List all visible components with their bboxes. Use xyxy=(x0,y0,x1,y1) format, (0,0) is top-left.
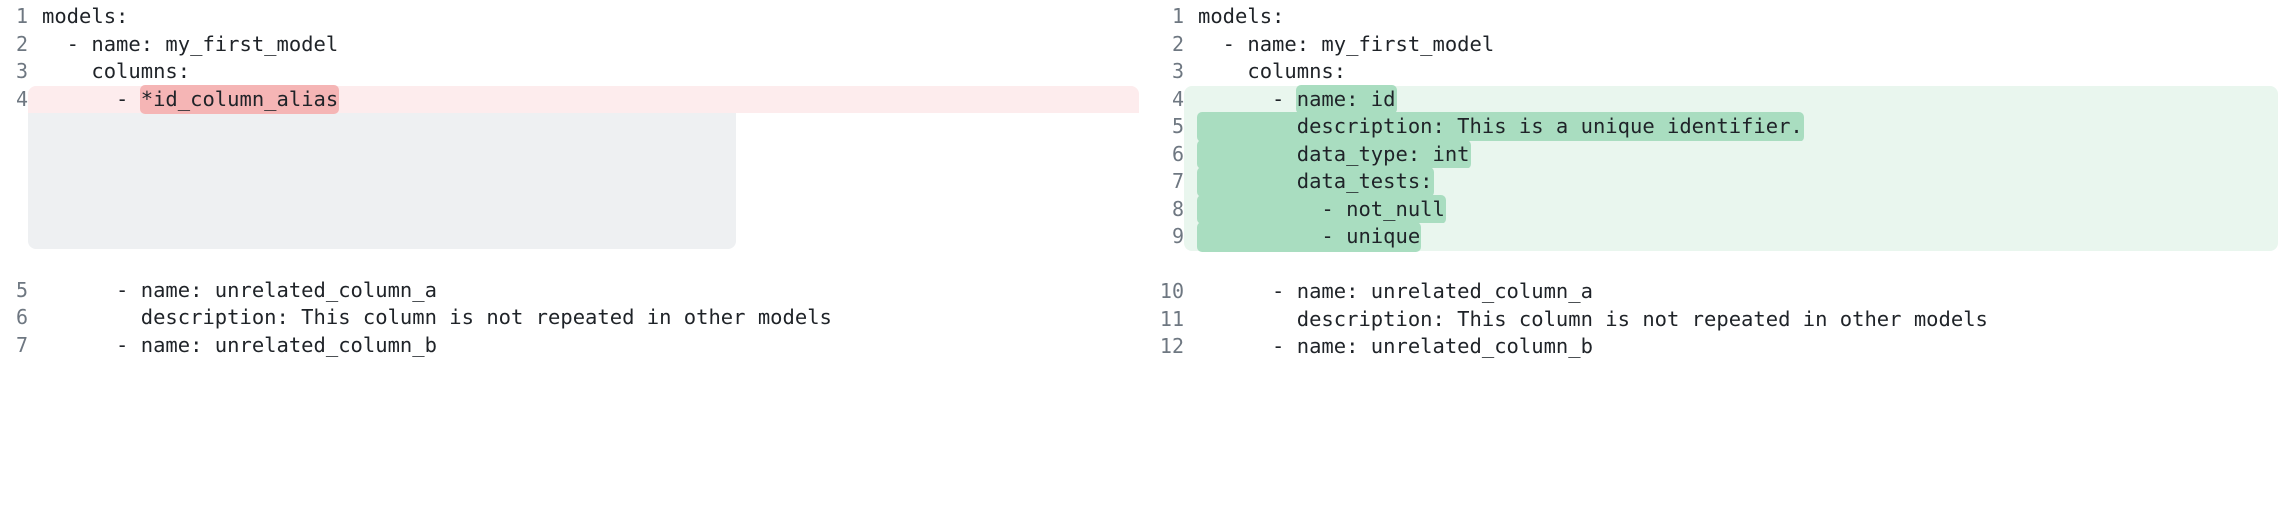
blank-row xyxy=(0,249,1139,277)
line-number: 3 xyxy=(1171,59,1184,83)
code-text-indent: - xyxy=(42,86,141,111)
code-text: - name: my_first_model xyxy=(1198,31,1495,56)
line-number: 1 xyxy=(15,4,28,28)
line-number: 4 xyxy=(1171,86,1184,111)
line-number: 6 xyxy=(1171,141,1184,166)
line-number: 1 xyxy=(1171,4,1184,28)
code-content[interactable]: description: This column is not repeated… xyxy=(28,304,1139,332)
code-line[interactable]: 1 models: xyxy=(0,3,1139,31)
code-content[interactable]: - name: unrelated_column_b xyxy=(1184,333,2278,361)
code-line-added[interactable]: 8 - not_null xyxy=(1139,194,2278,224)
code-text: - name: unrelated_column_a xyxy=(42,277,437,302)
code-line-added[interactable]: 9 - unique xyxy=(1139,222,2278,252)
diff-filler-block xyxy=(28,113,736,249)
code-line-added[interactable]: 4 - name: id xyxy=(1139,84,2278,114)
code-content[interactable]: columns: xyxy=(28,58,1139,86)
added-word-highlight: - unique xyxy=(1197,222,1422,252)
code-line[interactable]: 11 description: This column is not repea… xyxy=(1139,306,2278,334)
code-text: - name: unrelated_column_b xyxy=(1198,334,1593,358)
code-content[interactable]: - name: my_first_model xyxy=(1184,31,2278,59)
code-text-indent: - xyxy=(1198,86,1297,111)
code-line-added[interactable]: 6 data_type: int xyxy=(1139,139,2278,169)
code-line-added[interactable]: 5 description: This is a unique identifi… xyxy=(1139,112,2278,142)
code-line[interactable]: 12 - name: unrelated_column_b xyxy=(1139,333,2278,361)
line-number: 2 xyxy=(15,31,28,56)
code-content[interactable]: columns: xyxy=(1184,58,2278,86)
code-content[interactable]: models: xyxy=(1184,3,2278,31)
line-number: 12 xyxy=(1159,334,1184,358)
code-text: models: xyxy=(42,4,129,28)
code-line[interactable]: 7 - name: unrelated_column_b xyxy=(0,332,1139,360)
added-word-highlight: data_tests: xyxy=(1197,167,1434,197)
added-word-highlight: data_type: int xyxy=(1197,139,1471,169)
line-number: 3 xyxy=(15,59,28,83)
line-number: 8 xyxy=(1171,196,1184,221)
code-lines-after: 1 models: 2 - name: my_first_model 3 col… xyxy=(1139,0,2278,361)
code-content[interactable]: - not_null xyxy=(1184,194,2278,224)
line-number: 5 xyxy=(1171,114,1184,138)
line-number: 7 xyxy=(15,332,28,357)
code-content[interactable]: - name: my_first_model xyxy=(28,31,1139,59)
code-line[interactable]: 6 description: This column is not repeat… xyxy=(0,304,1139,332)
code-line[interactable]: 10 - name: unrelated_column_a xyxy=(1139,278,2278,306)
code-content[interactable]: - name: unrelated_column_a xyxy=(28,277,1139,305)
code-line[interactable]: 5 - name: unrelated_column_a xyxy=(0,277,1139,305)
code-content[interactable]: description: This is a unique identifier… xyxy=(1184,112,2278,142)
line-number: 11 xyxy=(1159,306,1184,331)
diff-pane-after: 1 models: 2 - name: my_first_model 3 col… xyxy=(1139,0,2278,528)
line-number: 7 xyxy=(1171,169,1184,193)
code-lines-before: 1 models: 2 - name: my_first_model 3 col… xyxy=(0,0,1139,359)
diff-pane-before: 1 models: 2 - name: my_first_model 3 col… xyxy=(0,0,1139,359)
code-line[interactable]: 2 - name: my_first_model xyxy=(1139,31,2278,59)
code-content[interactable]: - name: unrelated_column_a xyxy=(1184,278,2278,306)
code-content[interactable]: - unique xyxy=(1184,222,2278,252)
code-text: models: xyxy=(1198,4,1285,28)
code-text: - name: my_first_model xyxy=(42,31,339,56)
code-content[interactable]: - name: id xyxy=(1184,84,2278,114)
code-content[interactable]: data_tests: xyxy=(1184,167,2278,197)
line-number: 9 xyxy=(1171,224,1184,248)
code-content[interactable]: models: xyxy=(28,3,1139,31)
code-content[interactable]: - *id_column_alias xyxy=(28,84,1139,114)
code-content[interactable]: data_type: int xyxy=(1184,139,2278,169)
added-word-highlight: name: id xyxy=(1295,84,1397,114)
code-line[interactable]: 3 columns: xyxy=(1139,58,2278,86)
line-number: 2 xyxy=(1171,31,1184,56)
code-line[interactable]: 1 models: xyxy=(1139,3,2278,31)
code-text: - name: unrelated_column_b xyxy=(42,332,437,357)
code-line-deleted[interactable]: 4 - *id_column_alias xyxy=(0,84,1139,114)
code-text: columns: xyxy=(1198,59,1347,83)
added-word-highlight: description: This is a unique identifier… xyxy=(1197,112,1804,142)
line-number: 4 xyxy=(15,86,28,111)
code-content[interactable]: description: This column is not repeated… xyxy=(1184,306,2278,334)
code-line-added[interactable]: 7 data_tests: xyxy=(1139,167,2278,197)
line-number: 5 xyxy=(15,277,28,302)
code-text: description: This column is not repeated… xyxy=(1198,306,1988,331)
code-line[interactable]: 2 - name: my_first_model xyxy=(0,31,1139,59)
deleted-word-highlight: *id_column_alias xyxy=(139,84,340,114)
code-line[interactable]: 3 columns: xyxy=(0,58,1139,86)
added-word-highlight: - not_null xyxy=(1197,194,1446,224)
line-number: 6 xyxy=(15,305,28,329)
code-text: columns: xyxy=(42,59,191,83)
blank-row xyxy=(1139,251,2278,279)
line-number: 10 xyxy=(1159,279,1184,303)
code-text: description: This column is not repeated… xyxy=(42,305,832,329)
code-text: - name: unrelated_column_a xyxy=(1198,279,1593,303)
code-content[interactable]: - name: unrelated_column_b xyxy=(28,332,1139,360)
